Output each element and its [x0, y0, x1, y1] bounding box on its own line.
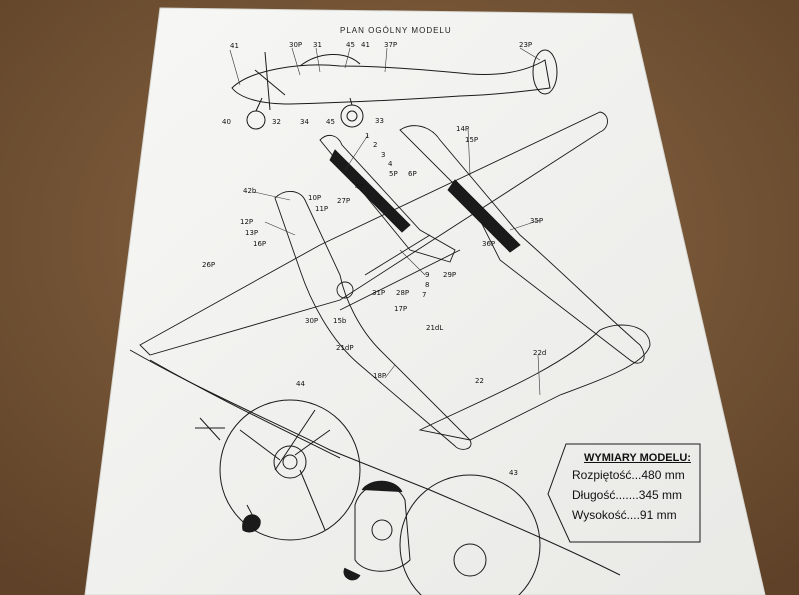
- part-label: 10P: [308, 194, 322, 202]
- part-label: 45: [346, 41, 355, 49]
- part-label: 32: [272, 118, 281, 126]
- part-label: 44: [296, 380, 305, 388]
- part-label: 15b: [333, 317, 347, 325]
- part-label: 18P: [373, 372, 387, 380]
- part-label: 36P: [482, 240, 496, 248]
- part-label: 2: [373, 141, 378, 149]
- part-label: 8: [425, 281, 430, 289]
- part-label: 15P: [465, 136, 479, 144]
- part-label: 27P: [337, 197, 351, 205]
- part-label: 22: [475, 377, 484, 385]
- model-dimensions-panel: WYMIARY MODELU: Rozpiętość...480 mm Dług…: [572, 452, 702, 528]
- part-label: 9: [425, 271, 430, 279]
- part-label: 1: [365, 132, 370, 140]
- part-label: 4: [388, 160, 393, 168]
- dimension-height: Wysokość....91 mm: [572, 508, 677, 522]
- part-label: 47: [355, 183, 364, 191]
- dimension-arrow: [547, 443, 701, 543]
- part-label: 31P: [372, 289, 386, 297]
- part-label: 41: [361, 41, 370, 49]
- paper-sheet: [84, 7, 766, 595]
- dimensions-header: WYMIARY MODELU:: [584, 452, 691, 464]
- part-label: 26P: [202, 261, 216, 269]
- part-label: 17P: [394, 305, 408, 313]
- planform-view: [139, 111, 651, 450]
- part-label: 12P: [240, 218, 254, 226]
- part-label: 40: [222, 118, 231, 126]
- part-label: 13P: [245, 229, 259, 237]
- part-label: 28P: [396, 289, 410, 297]
- part-label: 41: [230, 42, 239, 50]
- front-view: [129, 349, 621, 595]
- leader-lines: [229, 47, 541, 396]
- part-label: 45: [326, 118, 335, 126]
- part-label: 14P: [456, 125, 470, 133]
- part-label: 29P: [443, 271, 457, 279]
- part-label: 30P: [305, 317, 319, 325]
- part-label: 31: [313, 41, 322, 49]
- dimension-length: Długość.......345 mm: [572, 488, 683, 502]
- part-label: 16P: [253, 240, 267, 248]
- part-label: 11P: [315, 205, 329, 213]
- part-label: 22d: [533, 349, 547, 357]
- part-label: 30P: [289, 41, 303, 49]
- sheet-title: PLAN OGÓLNY MODELU: [340, 26, 452, 35]
- part-label: 6P: [408, 170, 417, 178]
- part-label: 34: [300, 118, 309, 126]
- part-label: 42b: [243, 187, 257, 195]
- top-side-view: [231, 49, 558, 130]
- part-label: 37P: [384, 41, 398, 49]
- part-label: 43: [509, 469, 518, 477]
- part-label: 21dP: [336, 344, 354, 352]
- part-label: 21dL: [426, 324, 444, 332]
- part-label: 33: [375, 117, 384, 125]
- part-label: 3: [381, 151, 386, 159]
- dimension-wingspan: Rozpiętość...480 mm: [572, 468, 685, 482]
- part-label: 5P: [389, 170, 398, 178]
- part-label: 7: [422, 291, 427, 299]
- part-label: 23P: [519, 41, 533, 49]
- part-label: 35P: [530, 217, 544, 225]
